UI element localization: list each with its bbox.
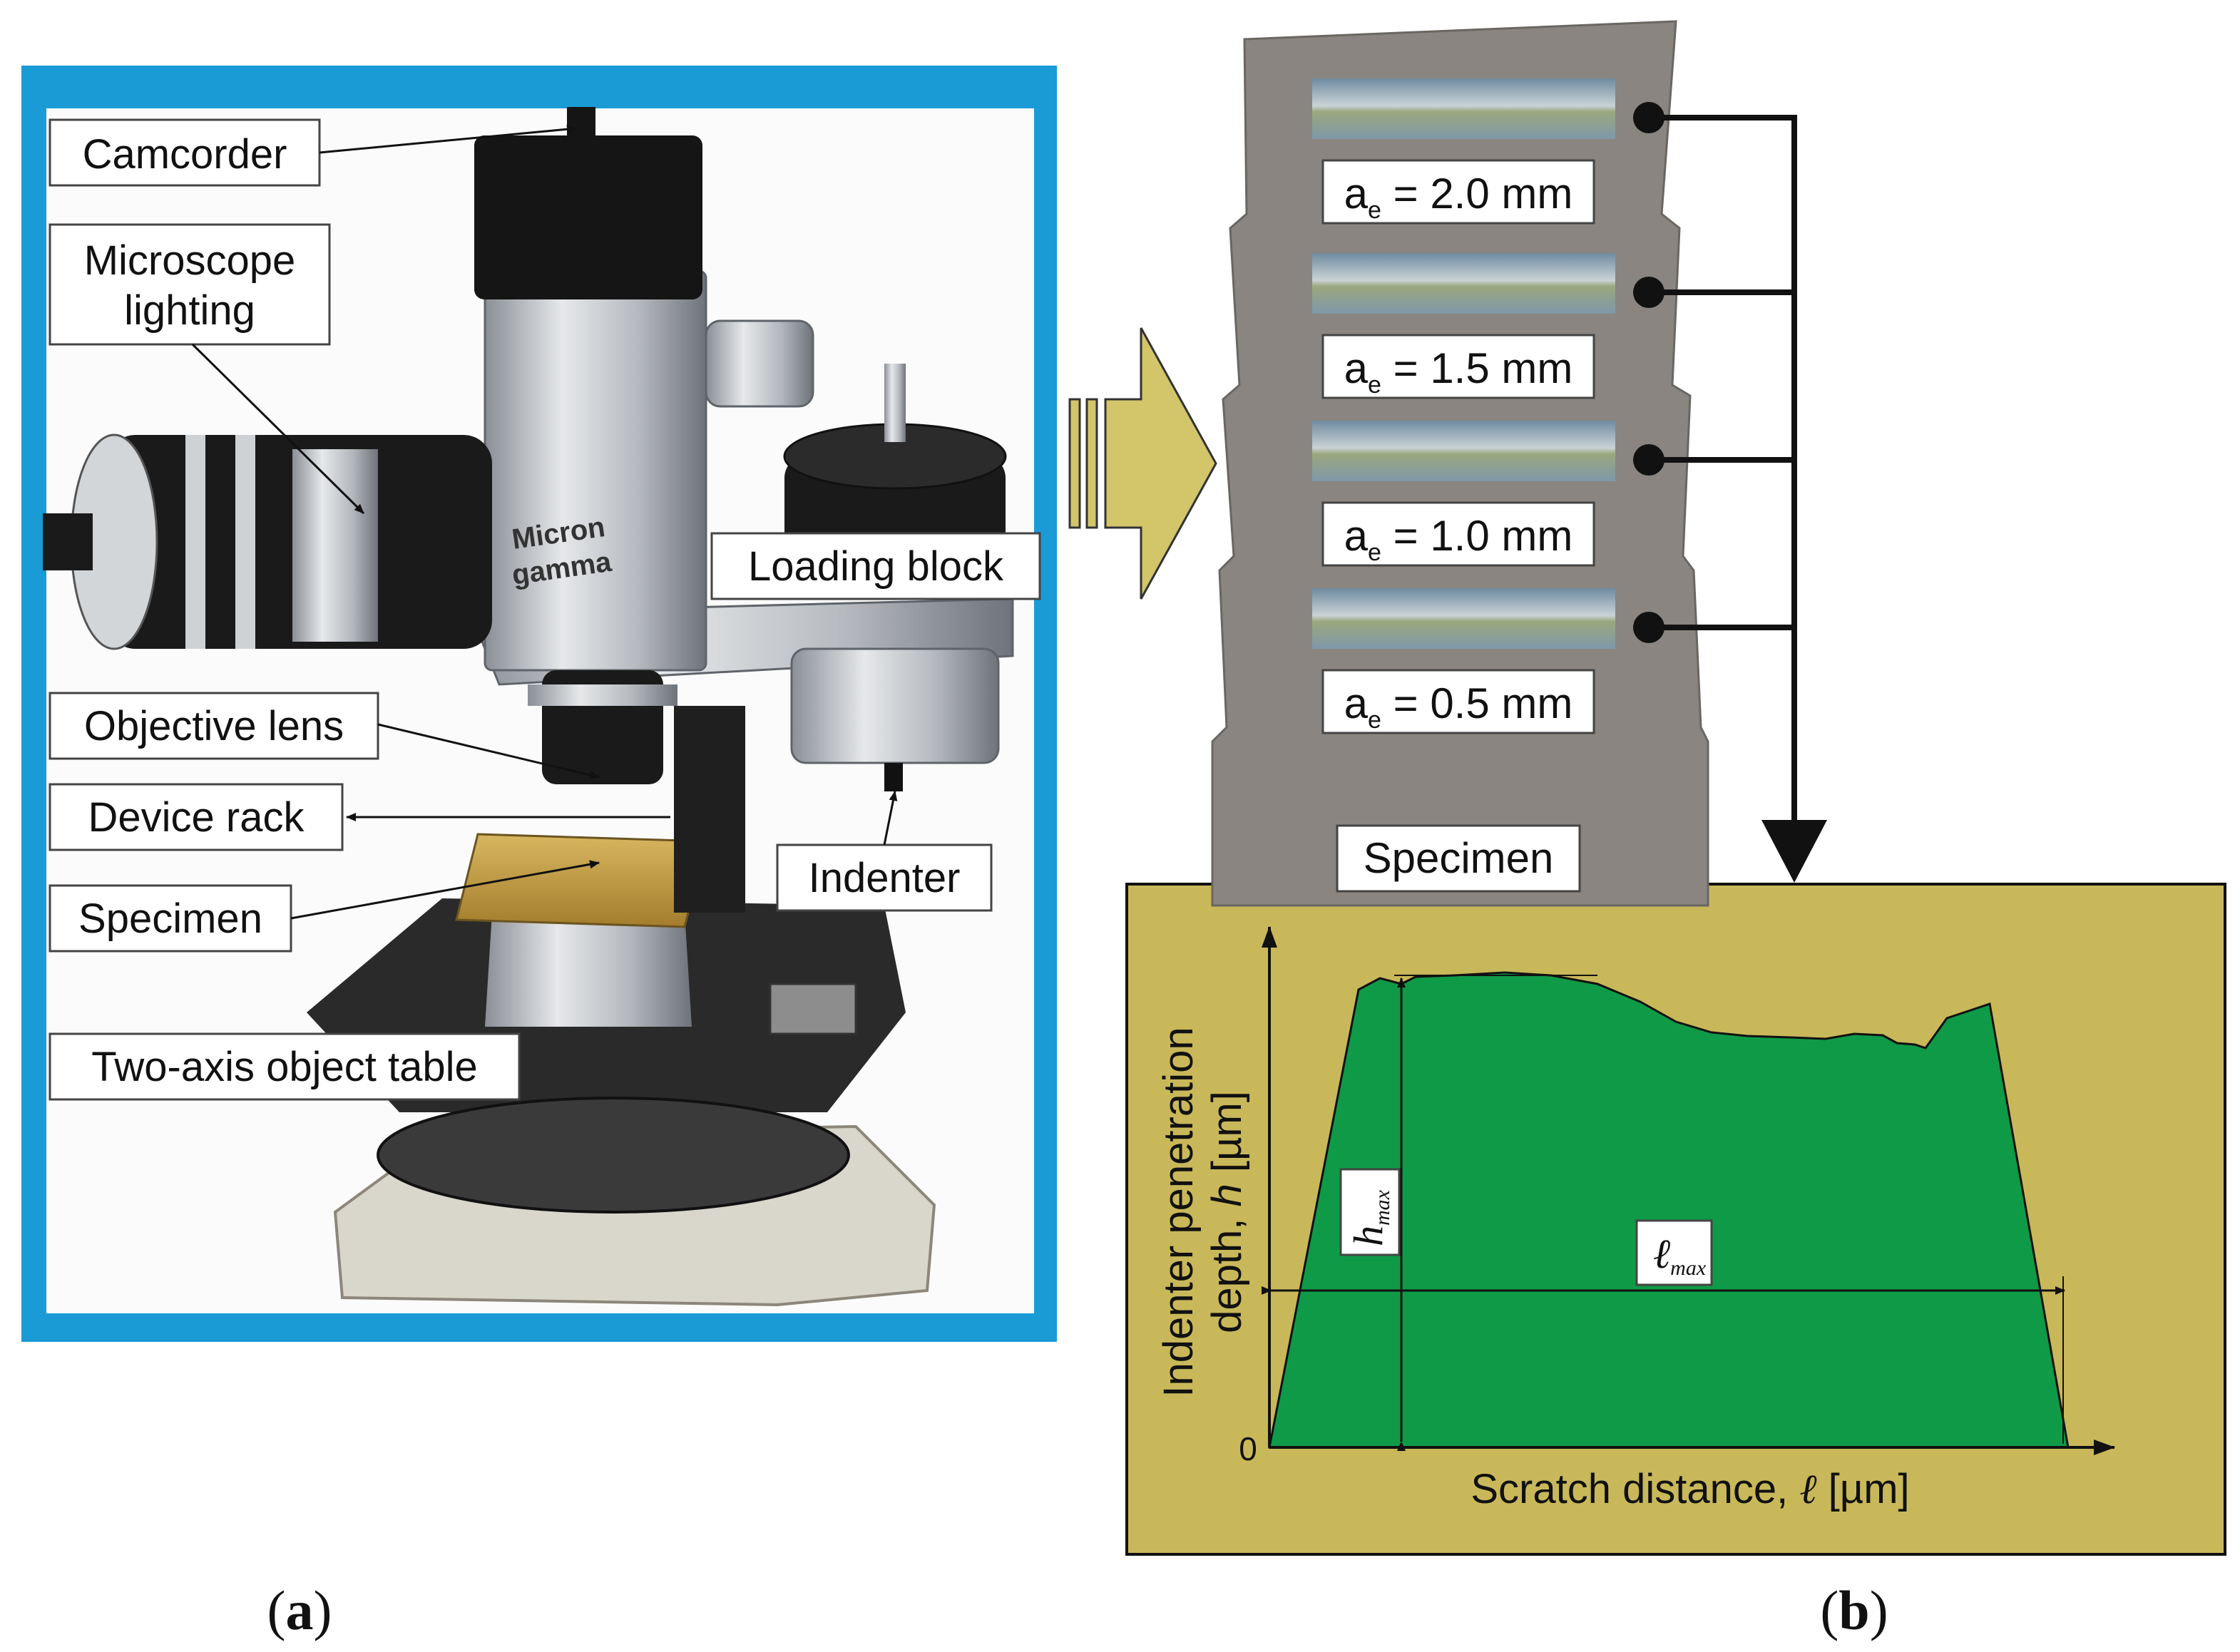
y-axis-title-1: Indenter penetration — [1155, 1027, 1202, 1397]
profile-plot: 0 hmax ℓmax Indenter penetration depth, … — [1155, 926, 2115, 1512]
scratch-value-4: ae = 0.5 mm — [1344, 679, 1573, 734]
panel-a: Micron gamma Camcorder Microscope lighti… — [21, 66, 1057, 1641]
specimen-block — [455, 833, 707, 928]
scratch-value-3: ae = 1.0 mm — [1344, 512, 1573, 566]
scratch-1-0: ae = 1.0 mm — [1312, 421, 1664, 567]
camcorder-body — [474, 135, 702, 299]
microscope-tube — [484, 270, 707, 672]
label-camcorder-text: Camcorder — [83, 131, 287, 178]
scratch-value-2: ae = 1.5 mm — [1344, 344, 1573, 399]
label-camcorder: Camcorder — [48, 118, 577, 187]
label-lighting-text-2: lighting — [124, 287, 255, 334]
scratch-value-box-2 — [1321, 334, 1595, 399]
hmax-box — [1339, 1168, 1401, 1256]
label-object-table: Two-axis object table — [48, 1032, 521, 1101]
caption-b: (b) — [1820, 1579, 1888, 1641]
connector-arrowhead — [1761, 820, 1827, 883]
hmax-label: hmax — [1345, 1189, 1394, 1246]
rotary-stage — [377, 1097, 850, 1214]
y-axis-title-2: depth, h [µm] — [1204, 1091, 1250, 1333]
scratch-image-1 — [1312, 78, 1615, 139]
label-loading-block: Loading block — [710, 532, 1041, 600]
penetration-profile-area — [1268, 971, 2070, 1449]
indenter-tip — [884, 763, 903, 791]
lighting-ring-1 — [185, 435, 205, 649]
scratch-image-2 — [1312, 253, 1615, 314]
label-lighting-text-1: Microscope — [84, 237, 296, 284]
scratch-value-box-1 — [1321, 159, 1595, 225]
label-specimen-a-text: Specimen — [78, 896, 262, 942]
label-specimen-a: Specimen — [48, 860, 600, 953]
label-objective-lens-text: Objective lens — [84, 703, 344, 749]
label-objective-lens: Objective lens — [48, 692, 600, 779]
lmax-label: ℓmax — [1653, 1231, 1707, 1280]
label-device-rack-text: Device rack — [88, 794, 305, 841]
stage-cylinder — [485, 913, 692, 1027]
caption-a: (a) — [267, 1579, 332, 1641]
lmax-box — [1635, 1219, 1713, 1286]
transition-arrow — [1068, 327, 1217, 600]
scratch-image-4 — [1312, 588, 1615, 649]
scratch-image-3 — [1312, 421, 1615, 481]
label-microscope-lighting: Microscope lighting — [48, 223, 365, 515]
label-device-rack: Device rack — [48, 783, 670, 851]
camcorder-cable — [567, 107, 595, 143]
objective-ring — [528, 684, 677, 706]
x-axis-title: Scratch distance, ℓ [µm] — [1471, 1466, 1909, 1512]
label-object-table-text: Two-axis object table — [91, 1044, 478, 1090]
indenter-housing — [790, 647, 1000, 764]
specimen-b-box — [1336, 824, 1581, 893]
scratch-1-5: ae = 1.5 mm — [1312, 253, 1664, 399]
lighting-knob — [43, 513, 93, 570]
panel-b: ae = 2.0 mm ae = 1.5 mm ae = 1.0 mm ae =… — [1125, 20, 2226, 1641]
table-screw — [769, 983, 857, 1035]
specimen-b-text: Specimen — [1364, 834, 1554, 882]
scratch-2-0: ae = 2.0 mm — [1312, 78, 1664, 225]
origin-label: 0 — [1239, 1430, 1257, 1467]
device-rack — [674, 706, 745, 913]
lighting-ring-3 — [292, 449, 378, 642]
scratch-value-box-3 — [1321, 501, 1595, 567]
label-loading-block-text: Loading block — [748, 543, 1004, 590]
side-port — [705, 319, 814, 408]
scratch-value-box-4 — [1321, 669, 1595, 734]
label-indenter: Indenter — [776, 791, 993, 912]
loading-stem — [884, 364, 906, 442]
scratch-value-1: ae = 2.0 mm — [1344, 170, 1573, 224]
label-indenter-text: Indenter — [809, 855, 961, 901]
connector-lines — [1649, 115, 1797, 841]
lighting-ring-2 — [235, 435, 255, 649]
